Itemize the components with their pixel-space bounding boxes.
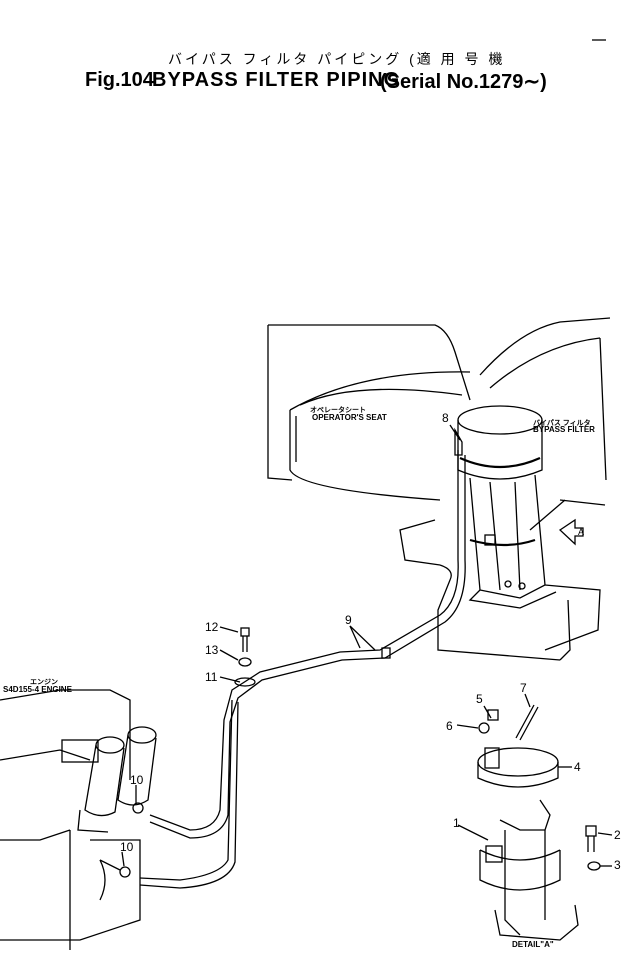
operator-seat-label: OPERATOR'S SEAT [312, 413, 387, 422]
callout-10-upper: 10 [130, 773, 144, 787]
callout-8: 8 [442, 411, 449, 425]
detail-a-view [477, 704, 601, 941]
engine-label: S4D155-4 ENGINE [3, 685, 72, 694]
callout-6: 6 [446, 719, 453, 733]
callout-7: 7 [520, 681, 527, 695]
callout-5: 5 [476, 692, 483, 706]
bypass-filter-label: BYPASS FILTER [533, 425, 595, 434]
view-arrow-a-label: A [578, 527, 585, 537]
callout-1: 1 [453, 816, 460, 830]
callout-2: 2 [614, 828, 621, 842]
callout-12: 12 [205, 620, 219, 634]
engine-jp-label: エンジン [30, 679, 58, 686]
japanese-title: バイパス フィルタ パイピング (適 用 号 機 [168, 51, 506, 67]
bypass-filter-installed [457, 405, 584, 609]
operator-seat-jp-label: オペレータシート [310, 407, 366, 414]
figure-number: Fig.104 [85, 69, 154, 91]
callout-10-lower: 10 [120, 840, 134, 854]
figure-title: BYPASS FILTER PIPING [152, 69, 401, 91]
serial-range: (Serial No.1279∼) [380, 71, 547, 93]
bypass-filter-jp-label: バイパス フィルタ [533, 420, 591, 427]
engine-block [0, 689, 157, 950]
callout-11: 11 [205, 670, 218, 684]
callout-3: 3 [614, 858, 621, 872]
operator-seat-outline [267, 317, 611, 661]
callout-13: 13 [205, 643, 219, 657]
detail-a-label: DETAIL"A" [512, 940, 554, 949]
bolt-12 [238, 627, 252, 667]
callout-9: 9 [345, 613, 352, 627]
hose-assembly [139, 427, 466, 889]
leader-lines [121, 424, 613, 867]
callout-4: 4 [574, 760, 581, 774]
